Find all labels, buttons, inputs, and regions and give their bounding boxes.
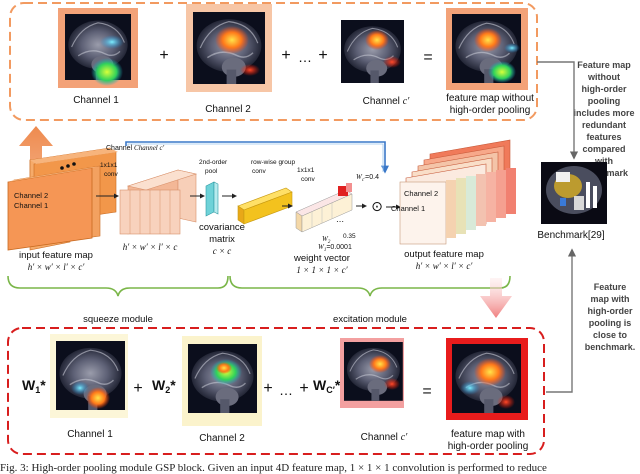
svg-text:pooling is: pooling is — [589, 318, 632, 328]
conv2-label-2: conv — [301, 176, 315, 183]
svg-text:includes more: includes more — [573, 108, 634, 118]
output-stack-channel1: Channel 1 — [391, 204, 425, 213]
svg-text:high-order: high-order — [588, 306, 633, 316]
input-stack-channel1: Channel 1 — [14, 201, 48, 210]
bottom-ellipsis: … — [279, 382, 293, 398]
top-channel1-map — [58, 8, 138, 88]
top-result-map — [446, 8, 528, 90]
top-channel-c-map — [337, 14, 405, 86]
svg-text:close to: close to — [593, 330, 628, 340]
rowconv-label-2: conv — [252, 168, 266, 175]
svg-text:compared: compared — [582, 144, 625, 154]
bottom-plus-1: + — [133, 380, 142, 397]
bottom-to-note-line — [546, 248, 577, 393]
bottom-channel1-map — [50, 334, 128, 418]
weight-w2-label: W2 — [322, 235, 331, 245]
weight-vector-dims: 1 × 1 × 1 × c′ — [296, 265, 348, 275]
svg-text:with: with — [594, 156, 613, 166]
bottom-result-map — [446, 338, 528, 420]
benchmark-label: Benchmark[29] — [537, 230, 604, 241]
svg-text:high-order: high-order — [582, 84, 627, 94]
svg-text:benchmark.: benchmark. — [585, 342, 636, 352]
weight-dots: ⋯ — [336, 217, 344, 226]
svg-text:map with: map with — [590, 294, 629, 304]
svg-text:without: without — [587, 72, 620, 82]
note-top: Feature map without high-order pooling i… — [573, 60, 634, 178]
excitation-brace — [229, 275, 511, 297]
bottom-result-label-2: high-order pooling — [448, 441, 529, 452]
covariance-matrix-block — [205, 181, 219, 217]
output-feature-stack — [399, 139, 516, 245]
bottom-w1-label: W1* — [22, 377, 46, 395]
input-feature-label: input feature map — [19, 250, 93, 261]
note-bottom: Feature map with high-order pooling is c… — [585, 282, 636, 352]
bottom-plus-3: + — [299, 380, 308, 397]
output-stack-channel2: Channel 2 — [404, 189, 438, 198]
svg-text:features: features — [586, 132, 621, 142]
top-plus-1: + — [159, 47, 168, 64]
figure-caption: Fig. 3: High-order pooling module GSP bl… — [0, 462, 547, 474]
rowconv-label-1: row-wise group — [251, 159, 295, 166]
reduced-feature-dims: h′ × w′ × l′ × c — [123, 242, 178, 252]
bottom-panel-frame — [7, 327, 545, 455]
bottom-equals: = — [422, 383, 431, 400]
output-feature-label: output feature map — [404, 249, 484, 260]
up-arrow — [19, 126, 53, 172]
top-channel2-label: Channel 2 — [205, 104, 251, 115]
top-result-label-1: feature map without — [446, 93, 534, 104]
svg-text:Feature map: Feature map — [577, 60, 631, 70]
pool-label-2: pool — [205, 168, 218, 175]
svg-text:pooling: pooling — [588, 96, 621, 106]
input-stack-channel2: Channel 2 — [14, 191, 48, 200]
bottom-channel2-map — [182, 336, 262, 426]
svg-text:Feature: Feature — [594, 282, 627, 292]
bottom-channel1-label: Channel 1 — [67, 429, 113, 440]
input-feature-dims: h′ × w′ × l′ × c′ — [28, 262, 86, 272]
input-stack-channel-c: Channel Channel c′ — [106, 144, 165, 152]
benchmark-image — [541, 162, 607, 224]
weight-vector — [295, 183, 353, 233]
covariance-label-1: covariance — [199, 222, 245, 233]
bottom-channel2-label: Channel 2 — [199, 433, 245, 444]
odot-symbol: ⊙ — [371, 198, 383, 214]
skip-connection — [125, 141, 389, 174]
covariance-dims: c × c — [213, 246, 232, 256]
conv1-label-2: conv — [104, 171, 118, 178]
top-ellipsis: … — [298, 49, 312, 65]
weight-w2-value: 0.35 — [343, 233, 356, 240]
weight-vector-label: weight vector — [293, 253, 350, 264]
top-equals: = — [423, 49, 432, 66]
down-arrow — [480, 278, 512, 318]
top-result-label-2: high-order pooling — [450, 105, 531, 116]
conv2-label-1: 1x1x1 — [297, 167, 315, 174]
pool-label-1: 2nd-order — [199, 159, 228, 166]
bottom-plus-2: + — [263, 380, 272, 397]
skip-connection-inner — [127, 143, 384, 172]
squeeze-brace — [7, 275, 229, 297]
svg-text:redundant: redundant — [582, 120, 626, 130]
top-channel1-label: Channel 1 — [73, 95, 119, 106]
top-channel-c-label: Channel c′ — [363, 96, 410, 107]
output-feature-dims: h′ × w′ × l′ × c′ — [416, 261, 474, 271]
excitation-label: excitation module — [333, 314, 407, 325]
top-channel2-map — [186, 4, 272, 92]
bottom-wc-label: WC′* — [313, 377, 341, 395]
bottom-channel-c-map — [340, 338, 404, 408]
note-top-arrow — [560, 61, 579, 160]
top-plus-3: + — [318, 47, 327, 64]
input-feature-stack — [7, 147, 118, 251]
squeeze-label: squeeze module — [83, 314, 153, 325]
bottom-channel-c-label: Channel c′ — [361, 432, 408, 443]
weight-w1-label: W1=0.0001 — [318, 243, 352, 253]
reduced-feature-block — [119, 169, 198, 235]
top-plus-2: + — [281, 47, 290, 64]
weight-wc-label: Wc′=0.4 — [356, 173, 379, 183]
bottom-result-label-1: feature map with — [451, 429, 525, 440]
covariance-label-2: matrix — [209, 234, 235, 245]
conv1-label-1: 1x1x1 — [100, 162, 118, 169]
bottom-w2-label: W2* — [152, 377, 176, 395]
